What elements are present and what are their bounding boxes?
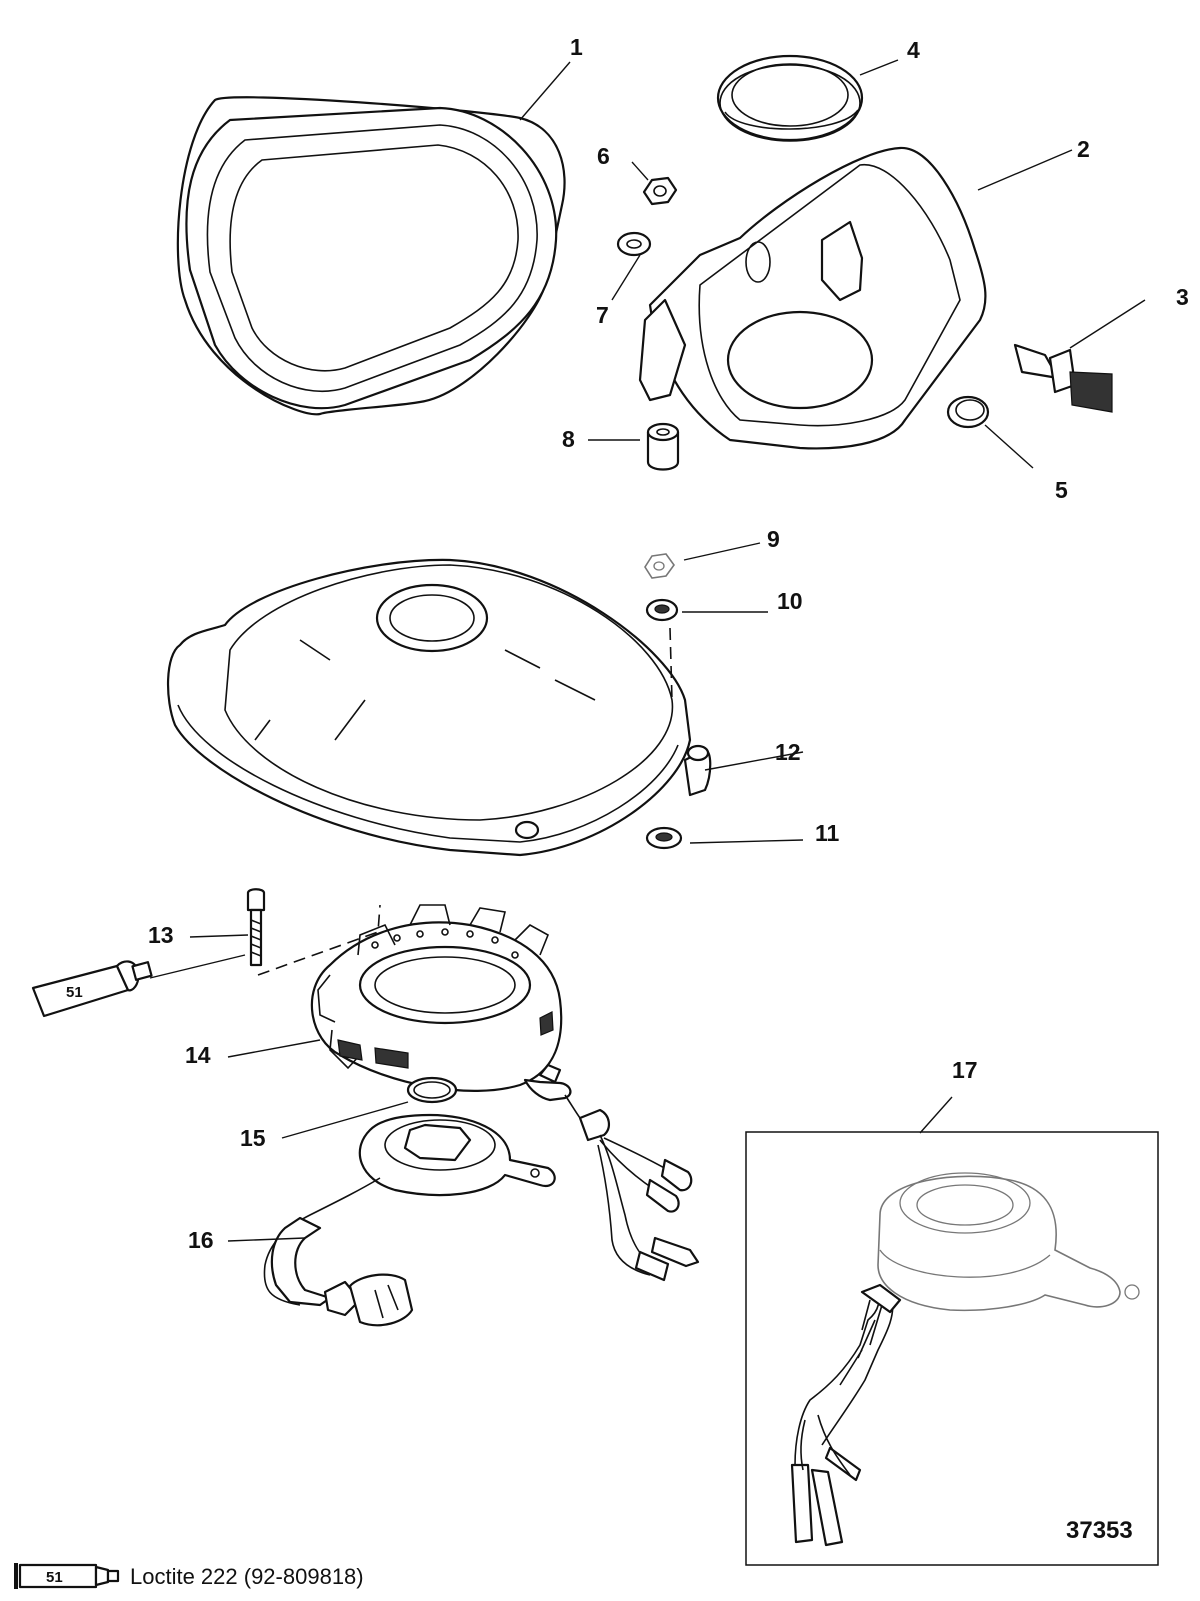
label-17: 17 (952, 1057, 978, 1083)
label-10: 10 (777, 588, 803, 614)
part-number-labels: 1 2 3 4 5 6 7 8 9 10 11 12 13 14 15 16 1… (148, 34, 1189, 1253)
part-3-connector (1013, 343, 1113, 413)
part-17-callout-box (745, 1131, 1159, 1566)
legend-tube-number: 51 (46, 1569, 63, 1586)
part-16-trigger (263, 1113, 556, 1327)
part-11-washer (645, 826, 683, 850)
label-7: 7 (596, 302, 609, 328)
label-4: 4 (907, 37, 920, 63)
label-1: 1 (570, 34, 583, 60)
label-6: 6 (597, 143, 610, 169)
label-2: 2 (1077, 136, 1090, 162)
label-9: 9 (767, 526, 780, 552)
label-13: 13 (148, 922, 174, 948)
label-14: 14 (185, 1042, 211, 1068)
loctite-tube-number: 51 (66, 984, 83, 1001)
leader-lines (149, 59, 1146, 1242)
label-5: 5 (1055, 477, 1068, 503)
reference-number: 37353 (1066, 1517, 1133, 1544)
part-1-bezel (176, 96, 566, 416)
part-6-nut (642, 176, 678, 206)
legend-text: Loctite 222 (92-809818) (130, 1564, 364, 1589)
label-3: 3 (1176, 284, 1189, 310)
loctite-tube-icon: 51 (31, 960, 153, 1018)
part-13-screw (246, 888, 381, 976)
label-12: 12 (775, 739, 801, 765)
part-8-spacer (646, 422, 680, 471)
part-2-housing (638, 146, 987, 450)
part-15-o-ring (406, 1076, 458, 1104)
part-14-stator (310, 904, 563, 1092)
label-11: 11 (815, 820, 840, 846)
label-15: 15 (240, 1125, 266, 1151)
part-9-nut (644, 553, 675, 579)
stator-wire-harness (523, 1063, 700, 1282)
legend: 51 Loctite 222 (92-809818) (14, 1563, 364, 1589)
label-16: 16 (188, 1227, 214, 1253)
part-5-cap (946, 395, 990, 429)
label-8: 8 (562, 426, 575, 452)
part-7-washer (616, 231, 652, 257)
part-10-washer (645, 598, 679, 701)
legend-tube-icon: 51 (14, 1563, 120, 1589)
part-12-flywheel-cover (167, 558, 712, 857)
part-4-seal-ring (716, 54, 864, 142)
